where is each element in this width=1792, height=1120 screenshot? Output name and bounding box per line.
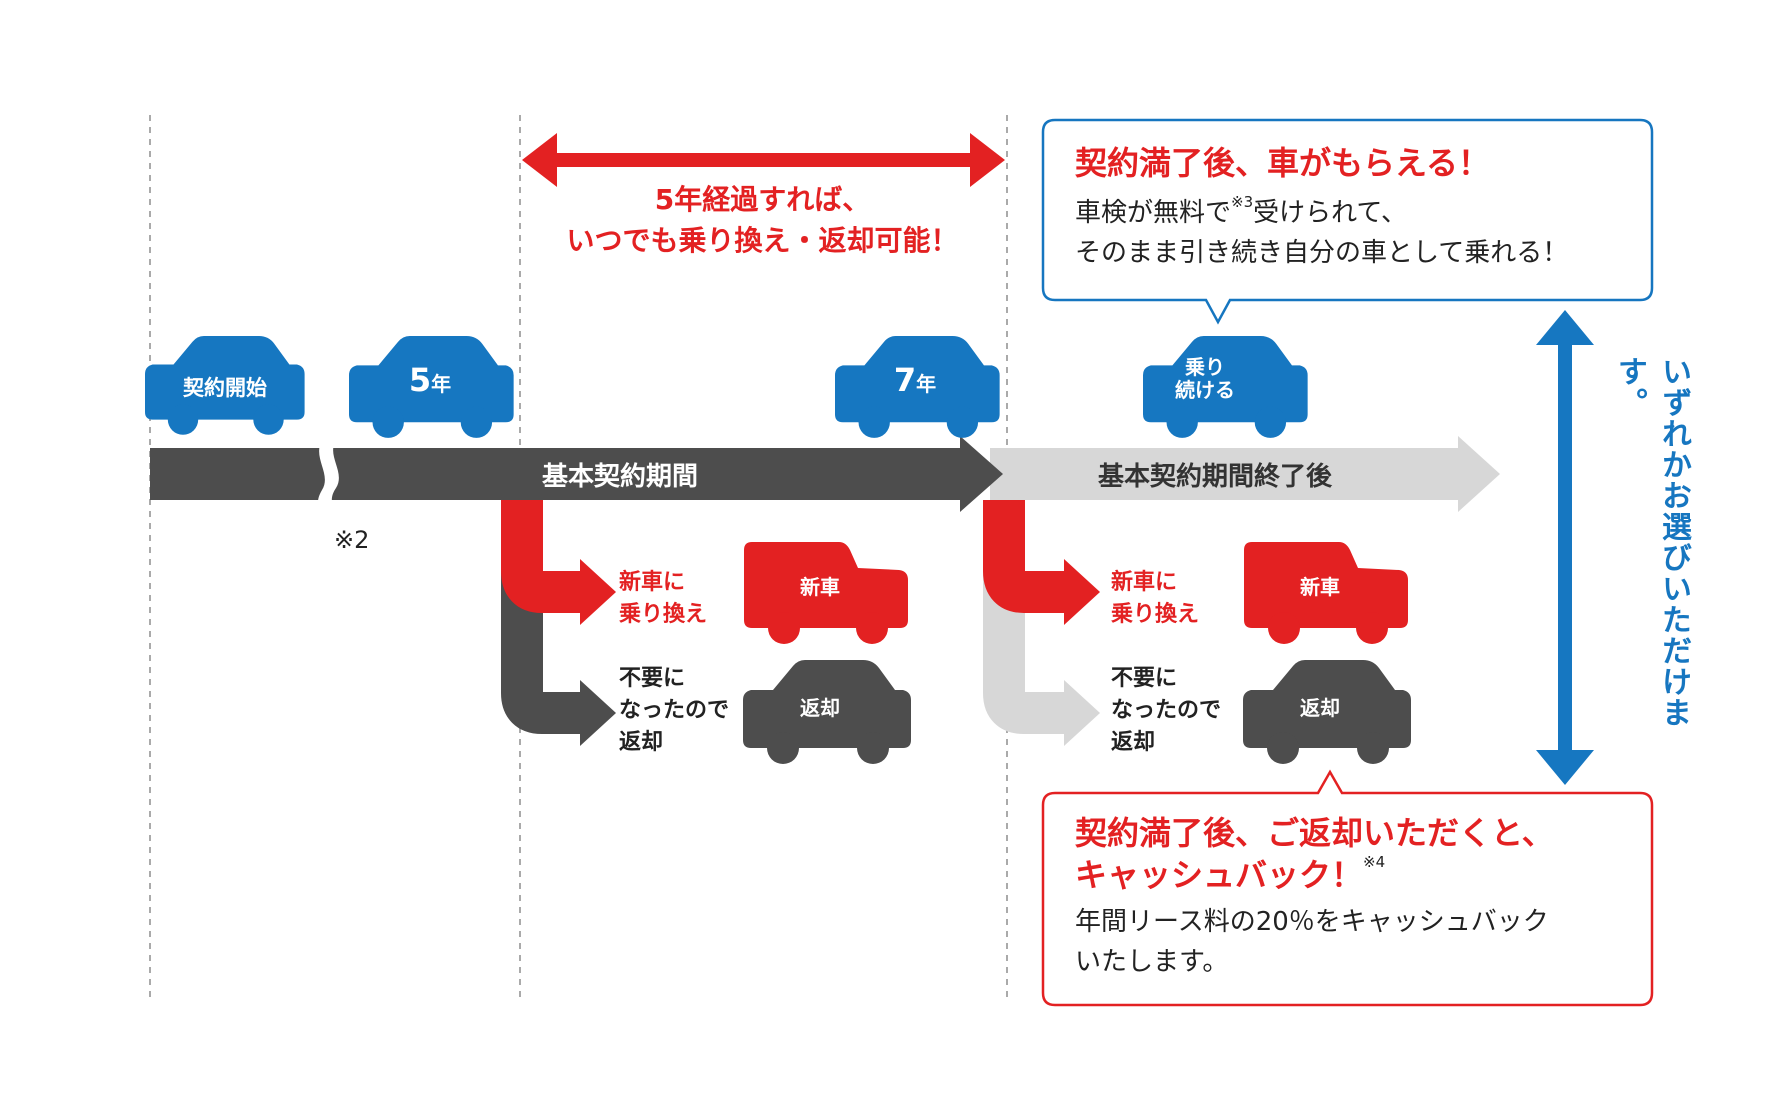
branch-arrow-red-5	[501, 500, 584, 613]
callout-cashback-title1: 契約満了後、ご返却いただくと、	[1075, 814, 1554, 852]
branch-arrowhead-red-5	[580, 559, 616, 625]
basic-period-bar	[150, 436, 1003, 512]
switch-text-7-line2: 乗り換え	[1111, 601, 1200, 627]
top-arrow-text: 5年経過すれば、 いつでも乗り換え・返却可能！	[560, 180, 965, 261]
branch-arrow-red-7	[983, 500, 1068, 613]
return-text-7-line3: 返却	[1111, 729, 1156, 755]
double-arrow-red	[522, 133, 1005, 187]
return-text-5-line1: 不要に	[619, 666, 686, 691]
five-number: 5	[408, 361, 432, 399]
car-keep-label: 乗り 続ける	[1160, 356, 1250, 402]
return-text-5-line2: なったので	[619, 697, 730, 723]
callout-keep-body-line2: そのまま引き続き自分の車として乗れる！	[1075, 237, 1569, 268]
return-car-label-7: 返却	[1300, 696, 1340, 720]
after-period-bar	[990, 436, 1500, 512]
callout-cashback-body2: いたします。	[1075, 947, 1229, 978]
switch-text-7-line1: 新車に	[1111, 570, 1178, 595]
branch-arrowhead-gray-light	[1064, 680, 1100, 746]
car-keep-line2: 続ける	[1175, 378, 1235, 402]
callout-keep-content: 契約満了後、車がもらえる！ 車検が無料で※3受けられて、 そのまま引き続き自分の…	[1075, 143, 1635, 273]
callout-keep-body1-a: 車検が無料で	[1075, 197, 1232, 228]
new-car-label-5: 新車	[800, 575, 840, 599]
callout-cashback-body1: 年間リース料の20％をキャッシュバック	[1075, 907, 1549, 938]
callout-box-cashback	[1041, 769, 1654, 1007]
return-car-label-5: 返却	[800, 696, 840, 720]
note-4: ※4	[1363, 852, 1386, 871]
callout-box-keep	[1041, 118, 1654, 325]
car-seven-years-label: 7年	[845, 362, 985, 399]
top-arrow-line1: 5年経過すれば、	[654, 183, 871, 216]
new-car-label-7: 新車	[1300, 575, 1340, 599]
switch-text-5-line1: 新車に	[619, 570, 686, 595]
branch-arrow-dark	[501, 500, 584, 734]
callout-cashback-title2: キャッシュバック！	[1075, 855, 1364, 894]
switch-text-5-line2: 乗り換え	[619, 601, 708, 627]
callout-keep-title: 契約満了後、車がもらえる！	[1075, 144, 1491, 182]
car-five-years-label: 5年	[360, 362, 500, 399]
return-text-7-line1: 不要に	[1111, 666, 1178, 691]
basic-period-label: 基本契約期間	[541, 462, 698, 492]
break-mark	[318, 440, 339, 510]
choice-vertical-text: いずれかお選びいただけます。	[1612, 356, 1691, 728]
callout-keep-body-line1: 車検が無料で※3受けられて、	[1075, 193, 1635, 233]
return-text-7: 不要に なったので 返却	[1111, 663, 1221, 759]
branch-arrow-gray-light	[983, 500, 1068, 734]
branch-arrowhead-dark	[580, 680, 616, 746]
after-period-label: 基本契約期間終了後	[1097, 462, 1332, 492]
branch-arrowhead-red-7	[1064, 559, 1100, 625]
note-3: ※3	[1231, 192, 1254, 211]
seven-unit: 年	[916, 372, 937, 396]
callout-keep-body1-b: 受けられて、	[1253, 197, 1408, 228]
return-text-5: 不要に なったので 返却	[619, 663, 729, 759]
switch-text-7: 新車に 乗り換え	[1111, 567, 1199, 631]
car-start-label: 契約開始	[183, 376, 267, 400]
car-keep-line1: 乗り	[1185, 355, 1225, 379]
callout-cashback-title2-row: キャッシュバック！※4	[1075, 852, 1635, 897]
switch-text-5: 新車に 乗り換え	[619, 567, 707, 631]
seven-number: 7	[893, 361, 917, 399]
top-arrow-line2: いつでも乗り換え・返却可能！	[566, 223, 959, 257]
double-arrow-blue	[1536, 310, 1594, 785]
return-text-5-line3: 返却	[619, 729, 664, 755]
return-text-7-line2: なったので	[1111, 697, 1222, 723]
note-2: ※2	[334, 526, 370, 554]
callout-cashback-content: 契約満了後、ご返却いただくと、 キャッシュバック！※4 年間リース料の20％をキ…	[1075, 813, 1635, 983]
five-unit: 年	[431, 372, 452, 396]
